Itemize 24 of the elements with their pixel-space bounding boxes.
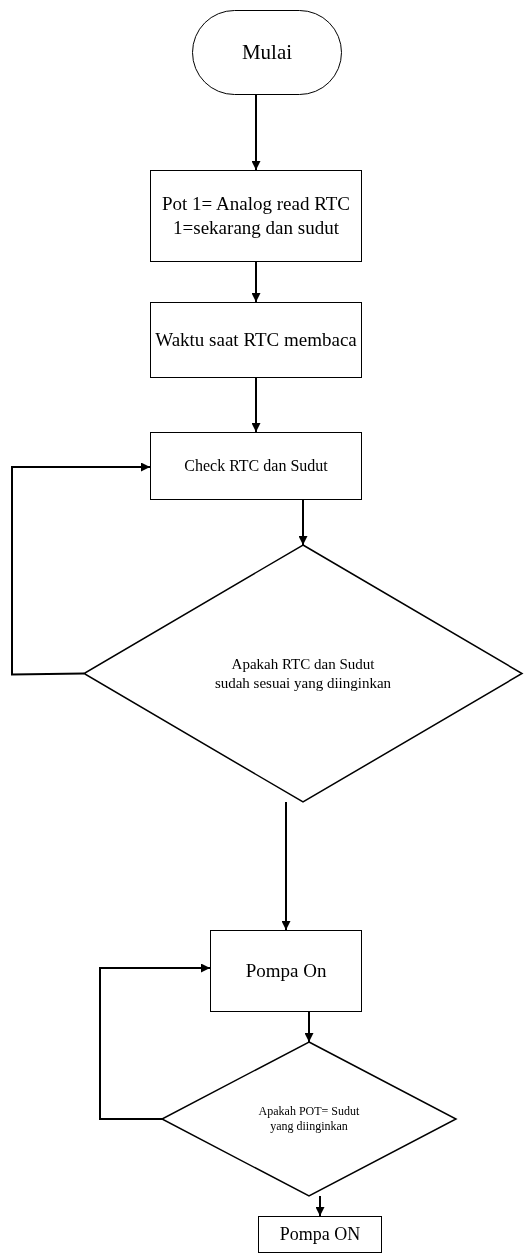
node-label: Pot 1= Analog read RTC 1=sekarang dan sudut <box>161 192 351 240</box>
process-box <box>150 432 362 500</box>
node-label: Apakah POT= Sudut yang diinginkan <box>257 1104 361 1134</box>
node-label: Pompa ON <box>278 1223 362 1246</box>
node-label: Pompa On <box>244 959 328 983</box>
arrow <box>11 462 151 676</box>
decision-diamond <box>84 545 522 802</box>
arrow <box>251 261 261 303</box>
node-label: Apakah RTC dan Sudut sudah sesuai yang diinginkan <box>213 654 393 693</box>
node-label: Check RTC dan Sudut <box>183 456 329 476</box>
process-box <box>210 930 362 1012</box>
process-box <box>258 1216 382 1253</box>
arrow <box>315 1195 325 1217</box>
arrow <box>281 801 291 931</box>
arrow <box>298 499 308 546</box>
process-box <box>150 302 362 378</box>
arrow <box>304 1011 314 1043</box>
node-label: Waktu saat RTC membaca <box>154 328 358 352</box>
arrow <box>99 963 211 1120</box>
decision-diamond <box>162 1042 456 1196</box>
node-label: Mulai <box>240 39 294 66</box>
arrow <box>251 377 261 433</box>
process-box <box>150 170 362 262</box>
arrow <box>251 94 261 171</box>
